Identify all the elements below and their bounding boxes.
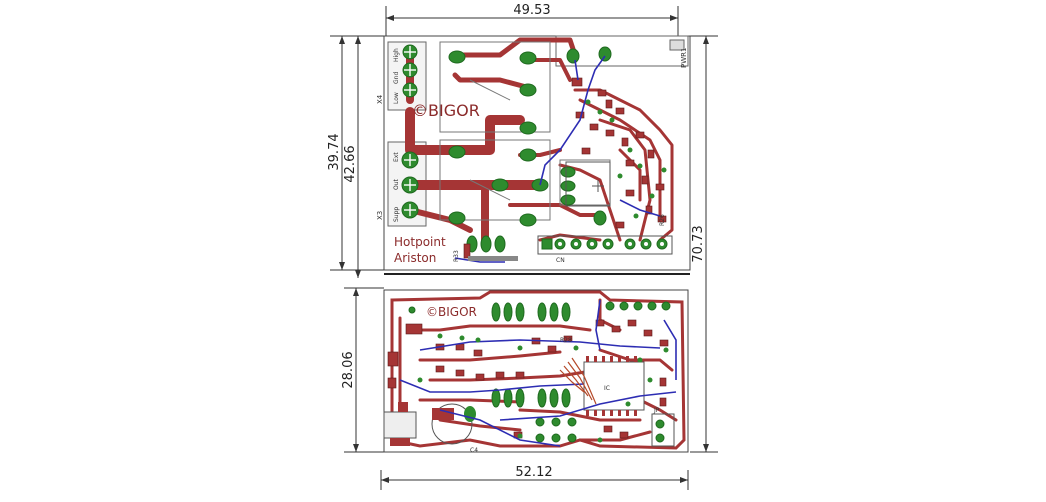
bottom-strip — [468, 256, 518, 261]
pwr-component-outline — [555, 35, 689, 67]
label-r28: R28 — [560, 337, 572, 344]
dim-lower-board-height: 28.06 — [341, 351, 356, 388]
heatsink-outline — [669, 39, 685, 51]
dim-total-height: 70.73 — [691, 225, 706, 262]
terminal-label-high: High — [393, 48, 400, 62]
label-c4: C4 — [470, 447, 478, 454]
dim-upper-board-height: 42.66 — [343, 145, 358, 182]
ic-chip — [583, 356, 645, 416]
terminal-label-supp: Supp — [393, 207, 400, 222]
upper-vias — [585, 99, 667, 219]
smd-components-upper — [463, 77, 667, 259]
dimension-lines — [330, 6, 718, 490]
terminal-label-out: Out — [393, 178, 400, 190]
dimension-arrows — [339, 15, 709, 483]
label-jp: JP — [653, 407, 660, 414]
lower-brand-text: ©BIGOR — [426, 305, 477, 319]
terminal-label-ext: Ext — [393, 152, 400, 162]
diode-icon — [565, 161, 611, 207]
terminal-label-gnd: Gnd — [393, 72, 400, 84]
lower-bottom-traces — [399, 299, 677, 447]
label-x3: X3 — [376, 211, 384, 220]
lower-vias — [417, 333, 669, 443]
label-ic: IC — [604, 385, 610, 392]
label-x4: X4 — [376, 94, 384, 104]
connector-cn — [537, 235, 673, 255]
dim-upper-inner-height: 39.74 — [327, 133, 342, 170]
terminal-screw-icon — [404, 46, 416, 216]
upper-board: PWR1 X4 X3 High Gnd Low Ext Out Supp — [376, 35, 691, 275]
power-jack — [383, 402, 417, 446]
lower-board: IC C4 — [383, 289, 689, 454]
jumper-outline — [651, 413, 675, 447]
dim-bottom-width: 52.12 — [515, 465, 552, 480]
dim-top-width: 49.53 — [513, 3, 550, 18]
lower-bus-traces — [559, 357, 597, 405]
lower-board-outline — [383, 289, 689, 453]
label-pwr1: PWR1 — [680, 48, 688, 68]
maker-line-2: Ariston — [394, 251, 436, 265]
upper-bottom-traces — [454, 55, 661, 263]
terminal-label-low: Low — [393, 92, 400, 104]
lower-pads — [408, 301, 671, 443]
label-r26: R26 — [659, 214, 666, 226]
upper-board-outline — [383, 35, 691, 271]
label-cn: CN — [556, 257, 565, 264]
upper-brand-text: ©BIGOR — [412, 101, 480, 120]
label-r33: R33 — [453, 250, 460, 262]
maker-line-1: Hotpoint — [394, 235, 446, 249]
